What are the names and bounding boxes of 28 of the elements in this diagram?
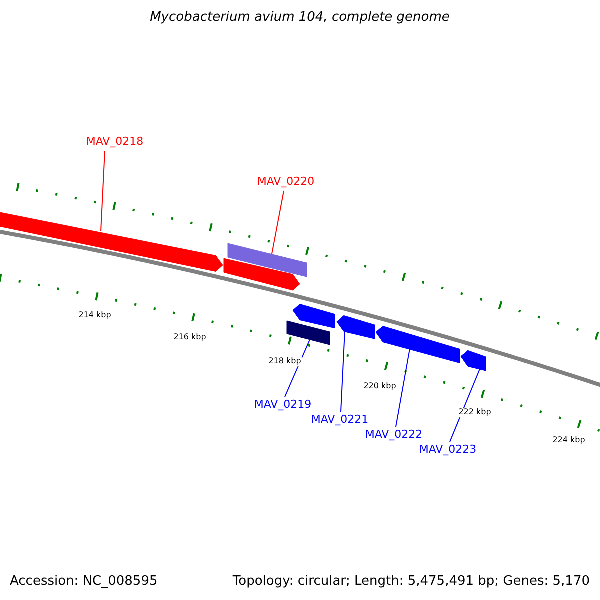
scale-label: 222 kbp xyxy=(458,408,492,418)
gene-segment xyxy=(376,326,460,364)
gene-label: MAV_0218 xyxy=(86,136,144,148)
scale-label: 224 kbp xyxy=(552,436,586,446)
leader-line xyxy=(100,150,106,232)
gene-label: MAV_0220 xyxy=(257,176,315,188)
leader-line xyxy=(272,190,284,255)
scale-label: 218 kbp xyxy=(268,358,302,366)
gene-segment xyxy=(336,315,376,340)
scale-label: 220 kbp xyxy=(362,382,398,392)
gene-bar xyxy=(228,243,308,278)
gene-label: MAV_0223 xyxy=(419,444,477,456)
scale-label: 214 kbp xyxy=(78,312,112,320)
gene-bar xyxy=(286,320,330,346)
footer-text: Accession: NC_008595 xyxy=(10,574,158,590)
scale-label: 216 kbp xyxy=(172,334,208,342)
gene-label: MAV_0222 xyxy=(365,428,423,442)
leader-line xyxy=(340,330,346,412)
gene-label: MAV_0221 xyxy=(311,414,369,426)
footer-text: Topology: circular; Length: 5,475,491 bp; Genes: 5,170 xyxy=(232,574,590,590)
gene-segment xyxy=(460,350,486,372)
leader-line xyxy=(284,339,310,398)
diagram-title: Mycobacterium avium 104, complete genome xyxy=(150,10,450,26)
gene-segment xyxy=(224,258,300,291)
leader-line xyxy=(396,348,410,428)
gene-label: MAV_0219 xyxy=(254,398,312,412)
leader-line xyxy=(450,368,480,442)
gene-segment xyxy=(292,304,336,329)
